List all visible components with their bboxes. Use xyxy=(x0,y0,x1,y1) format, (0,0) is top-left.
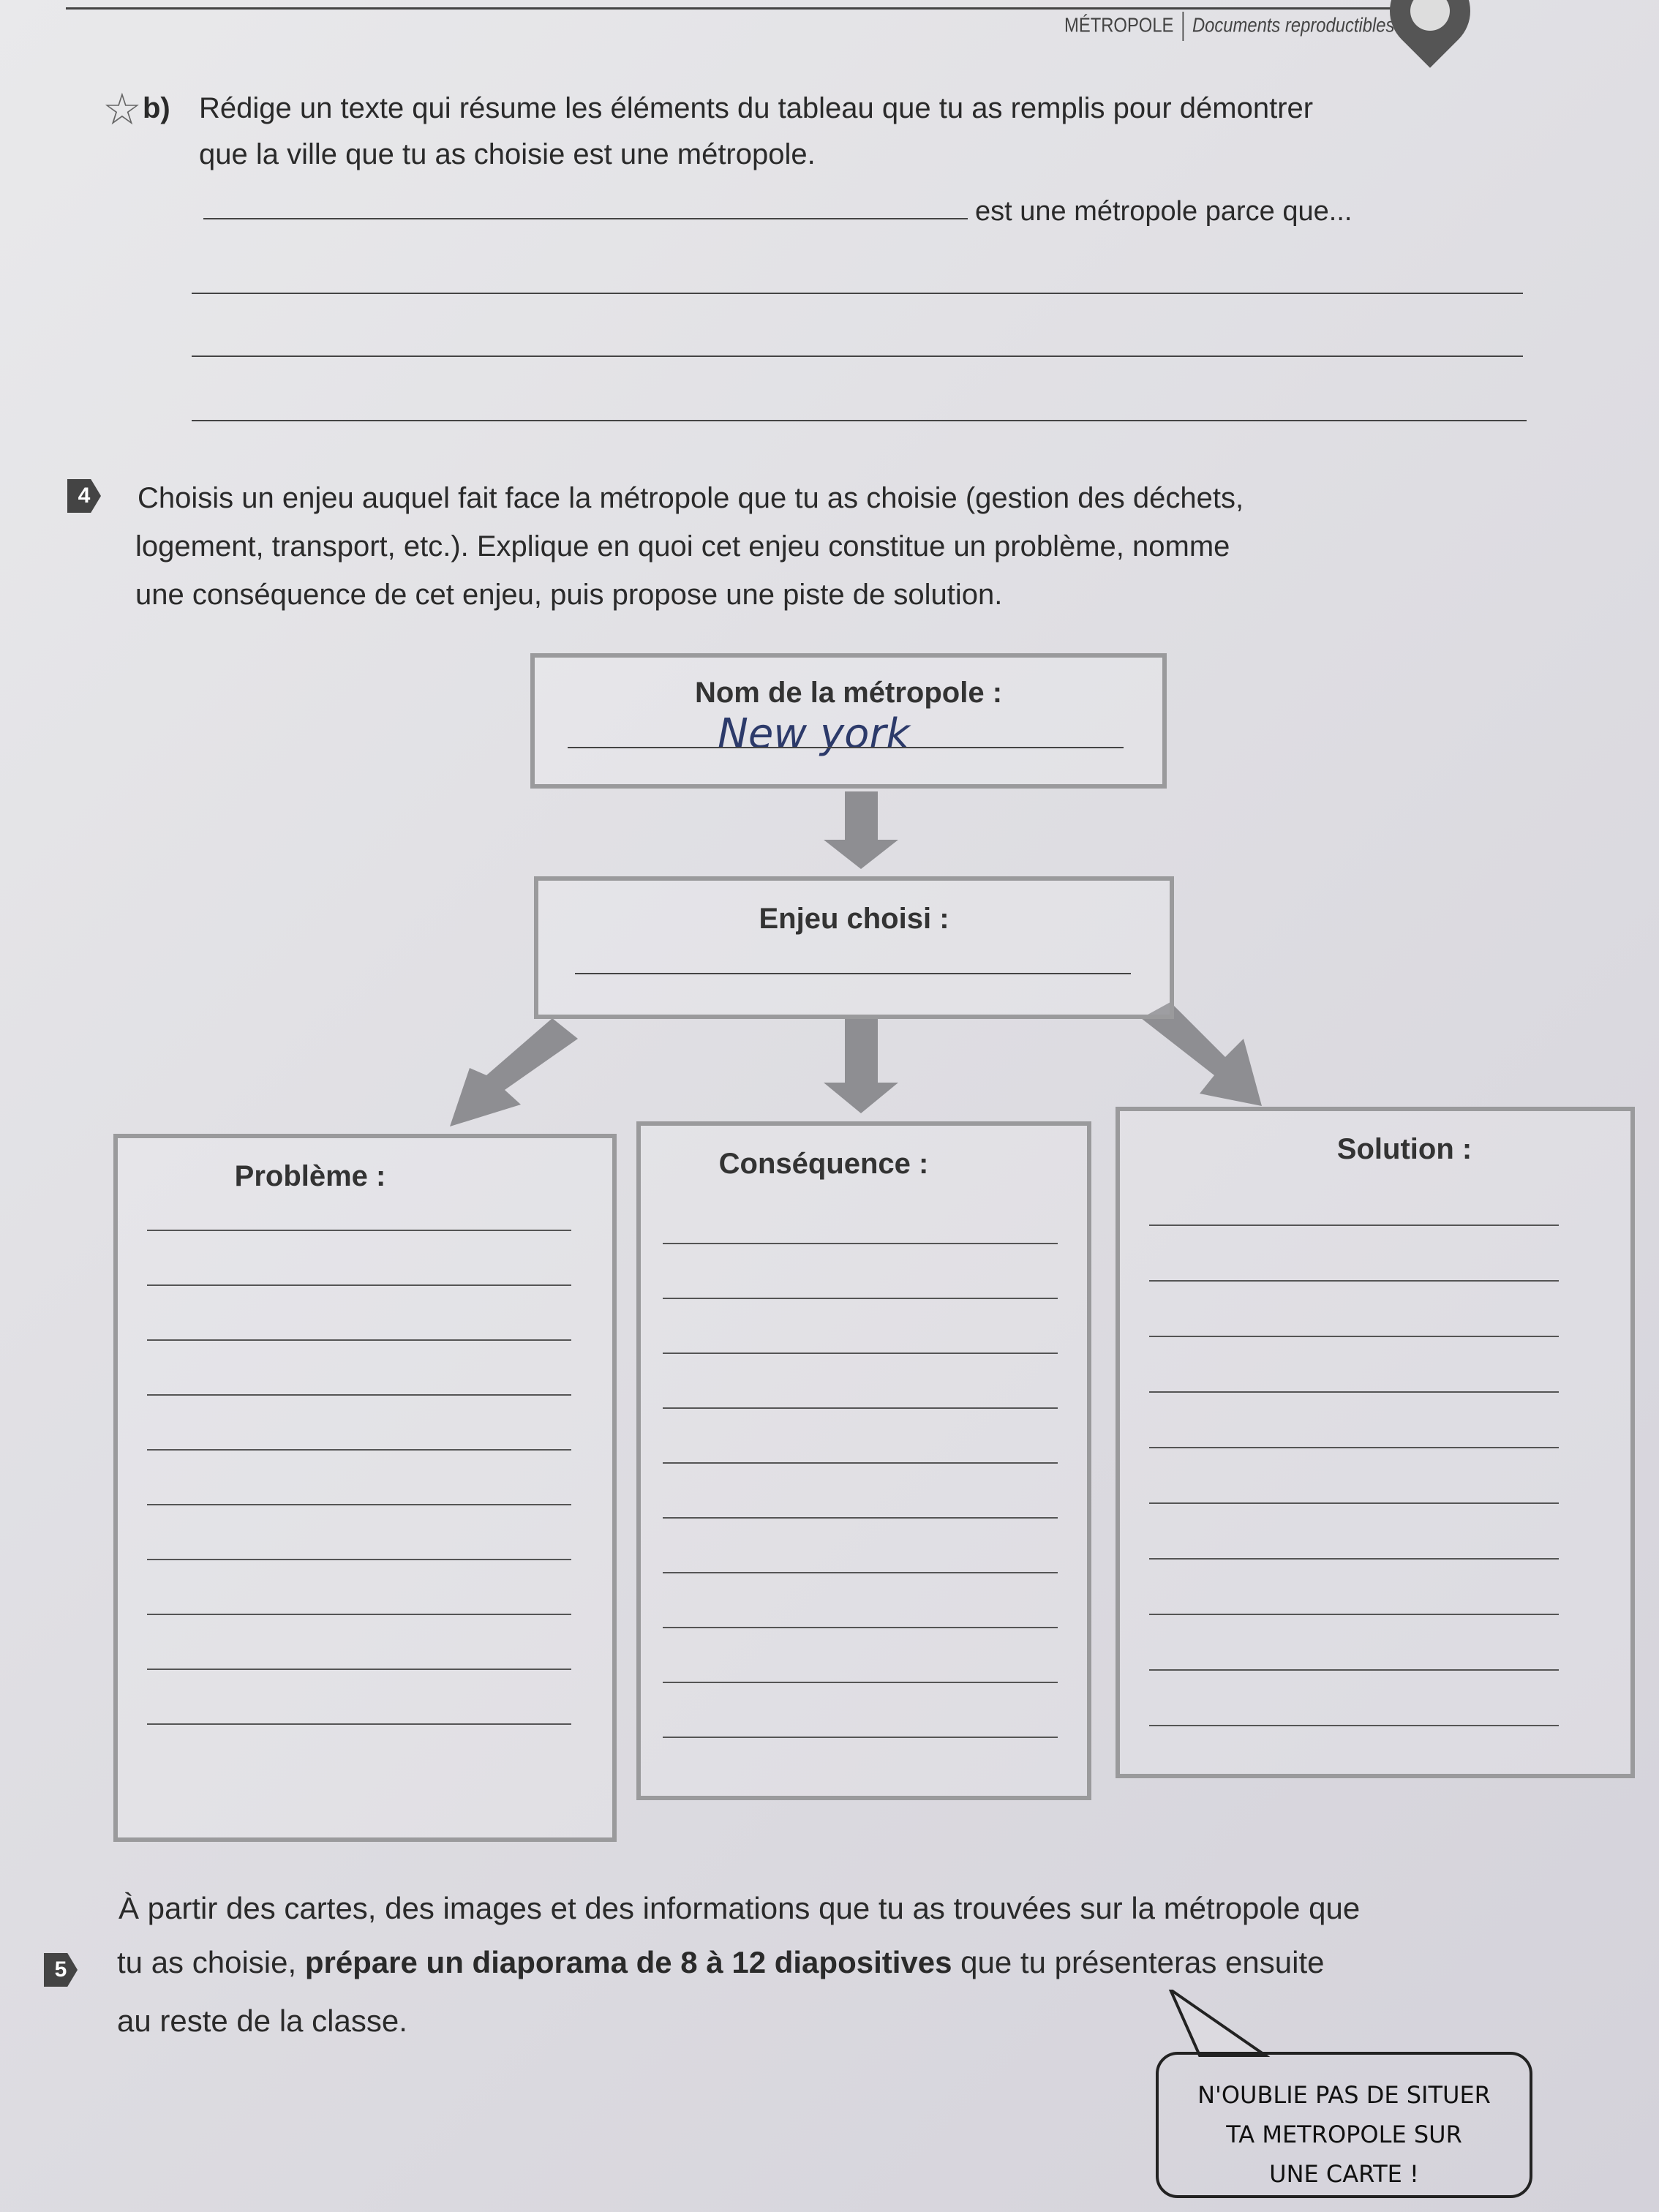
part-b-label: b) xyxy=(143,92,170,124)
answer-line[interactable] xyxy=(663,1298,1058,1299)
bubble-line2: TA METROPOLE SUR xyxy=(1226,2121,1462,2148)
answer-line[interactable] xyxy=(1149,1614,1559,1615)
enjeu-label: Enjeu choisi : xyxy=(759,903,949,935)
answer-line[interactable] xyxy=(147,1449,571,1451)
bubble-line3: UNE CARTE ! xyxy=(1269,2160,1419,2188)
metropole-label: Nom de la métropole : xyxy=(694,677,1003,709)
answer-line[interactable] xyxy=(192,356,1523,357)
reminder-speech-bubble: N'OUBLIE PAS DE SITUER TA METROPOLE SUR … xyxy=(1156,2052,1532,2198)
answer-line[interactable] xyxy=(192,293,1523,294)
consequence-box: Conséquence : xyxy=(636,1121,1091,1800)
arrow-down-icon xyxy=(824,1018,898,1113)
answer-line[interactable] xyxy=(147,1669,571,1670)
q5-line1: À partir des cartes, des images et des i… xyxy=(118,1891,1361,1925)
answer-line[interactable] xyxy=(663,1243,1058,1244)
answer-line[interactable] xyxy=(147,1614,571,1615)
answer-line[interactable] xyxy=(1149,1669,1559,1671)
solution-label: Solution : xyxy=(1336,1133,1472,1165)
q4-line2: logement, transport, etc.). Explique en … xyxy=(135,530,1230,563)
q5-line2-bold: prépare un diaporama de 8 à 12 diapositi… xyxy=(304,1945,952,1979)
speech-bubble-tail xyxy=(1168,1990,1271,2057)
enjeu-box: Enjeu choisi : xyxy=(534,876,1174,1019)
answer-line[interactable] xyxy=(147,1504,571,1505)
answer-line[interactable] xyxy=(663,1462,1058,1464)
header-subtitle: Documents reproductibles xyxy=(1192,13,1395,37)
q5-line2: tu as choisie, prépare un diaporama de 8… xyxy=(117,1938,1325,1987)
answer-line[interactable] xyxy=(1149,1391,1559,1393)
answer-line[interactable] xyxy=(1149,1558,1559,1560)
header-rule xyxy=(66,7,1397,10)
part-b-line2: que la ville que tu as choisie est une m… xyxy=(199,138,816,170)
page-header: MÉTROPOLE Documents reproductibles xyxy=(1064,12,1394,41)
q4-line1: Choisis un enjeu auquel fait face la mét… xyxy=(138,482,1244,514)
arrow-down-icon xyxy=(824,791,898,869)
answer-line[interactable] xyxy=(147,1284,571,1286)
part-b-prompt: est une métropole parce que... xyxy=(975,196,1353,227)
metropole-handwritten[interactable]: New york xyxy=(718,710,910,758)
metropole-line xyxy=(568,747,1124,748)
answer-line[interactable] xyxy=(663,1737,1058,1738)
probleme-box: Problème : xyxy=(113,1134,617,1842)
q5-line3: au reste de la classe. xyxy=(117,2004,407,2038)
answer-line[interactable] xyxy=(147,1723,571,1725)
answer-line[interactable] xyxy=(663,1353,1058,1354)
part-b-line1: Rédige un texte qui résume les éléments … xyxy=(199,92,1314,124)
arrow-down-right-icon xyxy=(1141,1002,1262,1106)
bubble-line1: N'OUBLIE PAS DE SITUER xyxy=(1197,2081,1491,2109)
answer-line[interactable] xyxy=(147,1230,571,1231)
enjeu-line[interactable] xyxy=(575,973,1131,974)
answer-line[interactable] xyxy=(1149,1447,1559,1448)
answer-line[interactable] xyxy=(1149,1502,1559,1504)
answer-line[interactable] xyxy=(192,420,1527,421)
answer-line[interactable] xyxy=(663,1572,1058,1573)
answer-line[interactable] xyxy=(1149,1280,1559,1282)
probleme-label: Problème : xyxy=(234,1160,386,1192)
answer-line[interactable] xyxy=(147,1559,571,1560)
star-icon: ☆ xyxy=(102,85,142,134)
answer-line-city[interactable] xyxy=(203,218,968,219)
answer-line[interactable] xyxy=(663,1517,1058,1519)
header-section: MÉTROPOLE xyxy=(1064,13,1174,37)
arrow-down-left-icon xyxy=(450,1018,578,1126)
answer-line[interactable] xyxy=(1149,1224,1559,1226)
answer-line[interactable] xyxy=(1149,1725,1559,1726)
answer-line[interactable] xyxy=(663,1407,1058,1409)
metropole-box: Nom de la métropole : New york xyxy=(530,653,1167,789)
answer-line[interactable] xyxy=(663,1627,1058,1628)
answer-line[interactable] xyxy=(1149,1336,1559,1337)
q4-line3: une conséquence de cet enjeu, puis propo… xyxy=(135,579,1003,611)
q5-line2-end: que tu présenteras ensuite xyxy=(952,1945,1325,1979)
q5-line2-text: tu as choisie, xyxy=(117,1945,305,1979)
answer-line[interactable] xyxy=(147,1394,571,1396)
answer-line[interactable] xyxy=(147,1339,571,1341)
solution-box: Solution : xyxy=(1116,1107,1635,1778)
answer-line[interactable] xyxy=(663,1682,1058,1683)
consequence-label: Conséquence : xyxy=(718,1148,929,1180)
